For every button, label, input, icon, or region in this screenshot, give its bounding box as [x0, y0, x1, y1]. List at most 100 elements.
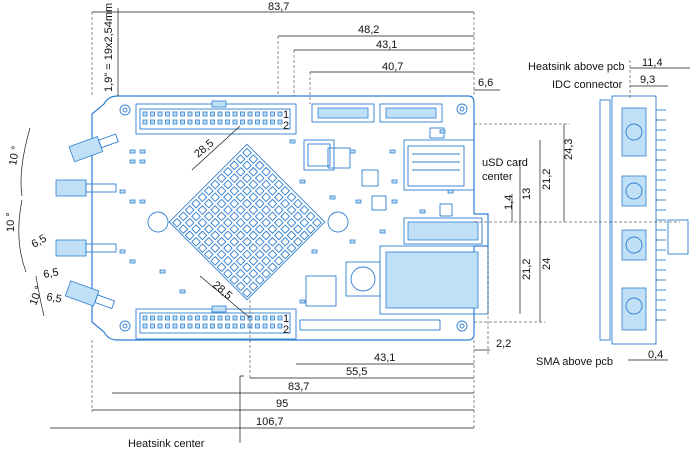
heatsink-fin	[248, 166, 259, 177]
pin1-top-label: 1	[283, 109, 289, 121]
pin2-top-label: 2	[283, 120, 289, 132]
passive	[391, 199, 398, 204]
heatsink-fin	[254, 262, 265, 273]
idc-header-top	[135, 100, 297, 135]
heatsink-fin	[280, 249, 291, 260]
heatsink-fin	[229, 198, 240, 209]
passive	[159, 269, 166, 274]
passive	[139, 199, 146, 204]
idc-pin	[210, 315, 215, 321]
heatsink-fin	[235, 268, 246, 279]
passive	[389, 149, 396, 154]
heatsink-fin	[267, 236, 278, 247]
heatsink-fin	[280, 236, 291, 247]
dim-83-7-bottom: 83,7	[288, 381, 309, 393]
heatsink-fin	[293, 198, 303, 209]
heatsink-fin	[242, 147, 252, 158]
heatsink-fin	[216, 198, 227, 209]
heatsink-fin	[242, 211, 252, 222]
heatsink-fin	[261, 243, 271, 254]
idc-pin	[225, 111, 230, 117]
idc-pin	[262, 111, 268, 117]
idc-pin	[180, 315, 185, 321]
heatsink-fin	[216, 262, 227, 273]
heatsink-fin	[229, 186, 240, 196]
idc-pin	[195, 315, 200, 321]
heatsink-fin	[293, 224, 303, 234]
heatsink-mount-left	[147, 211, 169, 233]
mount-hole-tr	[456, 103, 468, 115]
heatsink-fin	[191, 198, 201, 209]
heatsink-fin	[197, 217, 208, 228]
heatsink-fin	[197, 230, 208, 241]
heatsink-fin	[254, 186, 265, 196]
heatsink-center-label: Heatsink center	[128, 438, 205, 450]
heatsink-fin	[197, 205, 208, 215]
idc-pin	[232, 315, 238, 321]
dim-21-2-top: 21,2	[541, 169, 553, 190]
mount-hole-tl	[119, 104, 131, 116]
idc-pin	[240, 119, 245, 125]
heatsink-fin	[203, 224, 214, 234]
idc-pin	[262, 315, 268, 321]
heatsink-fin	[273, 230, 284, 241]
heatsink-fin	[229, 236, 240, 247]
heatsink-fin	[248, 230, 259, 241]
idc-pin	[217, 111, 223, 117]
heatsink-fin	[172, 217, 182, 228]
idc-pin	[210, 323, 215, 329]
idc-connector-label: IDC connector	[552, 79, 623, 91]
usb-connector	[403, 217, 483, 245]
idc-pin	[157, 119, 163, 125]
heatsink-fin	[286, 230, 297, 241]
idc-pin	[270, 111, 275, 117]
heatsink-fin	[210, 179, 221, 190]
dim-11-4: 11,4	[642, 57, 663, 69]
heatsink-fin	[235, 243, 246, 254]
dim-24-3: 24,3	[563, 139, 575, 160]
heatsink-fin	[280, 186, 291, 196]
idc-pin	[172, 315, 178, 321]
passive	[139, 159, 146, 164]
idc-pin	[150, 111, 155, 117]
idc-pin	[270, 323, 275, 329]
idc-pin	[180, 111, 185, 117]
heatsink-fin	[261, 268, 271, 279]
heatsink-fin	[248, 205, 259, 215]
heatsink-fin	[286, 217, 297, 228]
heatsink-above-label: Heatsink above pcb	[528, 61, 625, 73]
idc-pin	[202, 111, 208, 117]
heatsink-fin	[286, 192, 297, 203]
heatsink-fin	[203, 186, 214, 196]
dim-55-5: 55,5	[346, 366, 367, 378]
idc-pin	[195, 119, 200, 125]
sma-connector-1	[68, 133, 119, 163]
heatsink-fin	[216, 186, 227, 196]
idc-pin	[165, 315, 170, 321]
heatsink-fin	[216, 211, 227, 222]
heatsink-fin	[210, 192, 221, 203]
heatsink-fin	[235, 192, 246, 203]
heatsink-fin	[223, 256, 233, 266]
passive	[355, 199, 362, 204]
heatsink-fin	[223, 205, 233, 215]
heatsink-fin	[261, 230, 271, 241]
heatsink-fin	[229, 249, 240, 260]
idc-pin	[180, 323, 185, 329]
dim-48-2: 48,2	[358, 24, 379, 36]
heatsink-fin	[242, 275, 252, 285]
idc-pin	[225, 323, 230, 329]
idc-pin	[172, 323, 178, 329]
heatsink-fin	[261, 217, 271, 228]
dim-106-7: 106,7	[256, 416, 284, 428]
heatsink-fin	[273, 192, 284, 203]
heatsink-fin	[203, 236, 214, 247]
passive	[419, 209, 426, 214]
heatsink-fin	[210, 217, 221, 228]
dim-83-7-top: 83,7	[268, 1, 289, 13]
dim-21-2-bottom: 21,2	[521, 259, 533, 280]
passive	[311, 249, 318, 254]
heatsink-fin	[229, 160, 240, 171]
idc-pin	[187, 111, 193, 117]
